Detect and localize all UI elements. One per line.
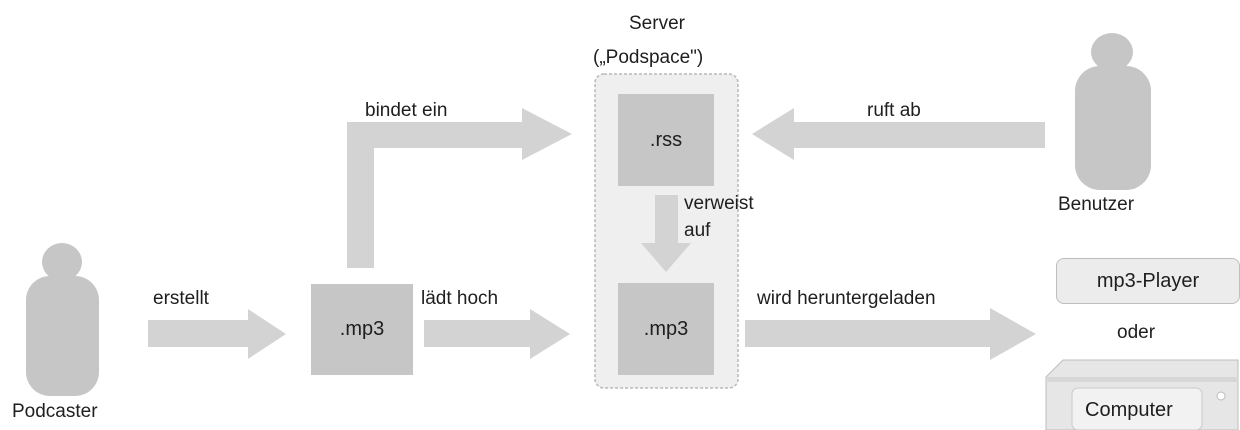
label-creates: erstellt <box>153 288 209 309</box>
server-title: Server <box>629 13 685 34</box>
mp3-player: mp3-Player <box>1056 258 1240 304</box>
label-downloads: wird heruntergeladen <box>757 288 936 309</box>
arrow-creates <box>148 309 286 359</box>
label-references-line1: verweist <box>684 193 754 214</box>
computer-label: Computer <box>1085 399 1173 421</box>
podcaster-label: Podcaster <box>12 401 98 422</box>
label-uploads: lädt hoch <box>421 288 499 309</box>
label-embeds: bindet ein <box>365 100 448 121</box>
computer-case <box>1045 359 1239 430</box>
arrow-embeds <box>347 108 572 268</box>
arrow-downloads <box>745 308 1036 360</box>
arrow-references <box>641 195 691 272</box>
local-mp3-file: .mp3 <box>311 284 413 375</box>
server-mp3-file: .mp3 <box>618 283 714 375</box>
arrow-fetches <box>752 108 1045 160</box>
arrow-uploads <box>424 309 570 359</box>
label-references-line2: auf <box>684 220 711 241</box>
podcaster-figure <box>26 243 99 396</box>
user-label: Benutzer <box>1058 194 1135 215</box>
or-label: oder <box>1117 322 1156 343</box>
server-subtitle: („Podspace") <box>593 47 704 68</box>
label-fetches: ruft ab <box>867 100 921 121</box>
rss-file: .rss <box>618 94 714 186</box>
user-figure <box>1075 33 1151 190</box>
